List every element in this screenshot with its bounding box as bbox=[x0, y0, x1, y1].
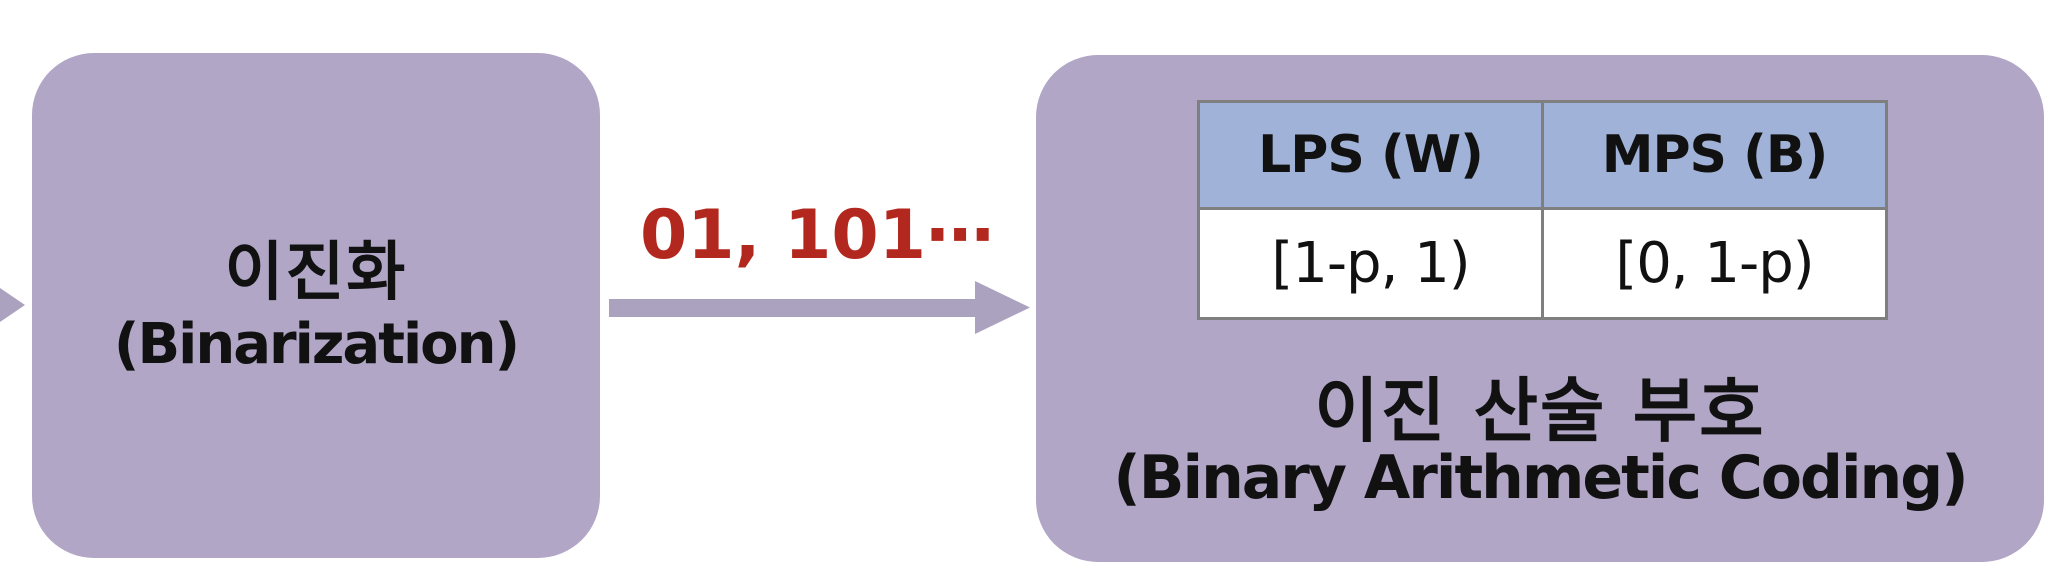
binary-arithmetic-coding-box: LPS (W) MPS (B) [1-p, 1) [0, 1-p) 이진 산술 … bbox=[1036, 55, 2044, 562]
binarization-box: 이진화 (Binarization) bbox=[32, 53, 600, 558]
input-arrowhead-icon bbox=[0, 288, 25, 322]
bac-title-english: (Binary Arithmetic Coding) bbox=[1113, 443, 1968, 513]
table-cell-mps-interval: [0, 1-p) bbox=[1541, 207, 1888, 320]
flow-arrow-shaft bbox=[609, 299, 979, 317]
table-value-row: [1-p, 1) [0, 1-p) bbox=[1197, 207, 1888, 320]
table-header-mps: MPS (B) bbox=[1541, 100, 1888, 210]
table-cell-lps-interval: [1-p, 1) bbox=[1197, 207, 1544, 320]
bitstream-label: 01, 101⋯ bbox=[639, 196, 995, 275]
binarization-box-label: 이진화 (Binarization) bbox=[113, 233, 520, 378]
table-header-lps: LPS (W) bbox=[1197, 100, 1544, 210]
flow-arrow-head-icon bbox=[975, 281, 1030, 334]
bac-title-korean: 이진 산술 부호 bbox=[1314, 370, 1766, 452]
binarization-title-english: (Binarization) bbox=[113, 312, 520, 378]
binarization-title-korean: 이진화 bbox=[224, 236, 408, 311]
probability-interval-table: LPS (W) MPS (B) [1-p, 1) [0, 1-p) bbox=[1197, 100, 1888, 320]
table-header-row: LPS (W) MPS (B) bbox=[1197, 100, 1888, 210]
